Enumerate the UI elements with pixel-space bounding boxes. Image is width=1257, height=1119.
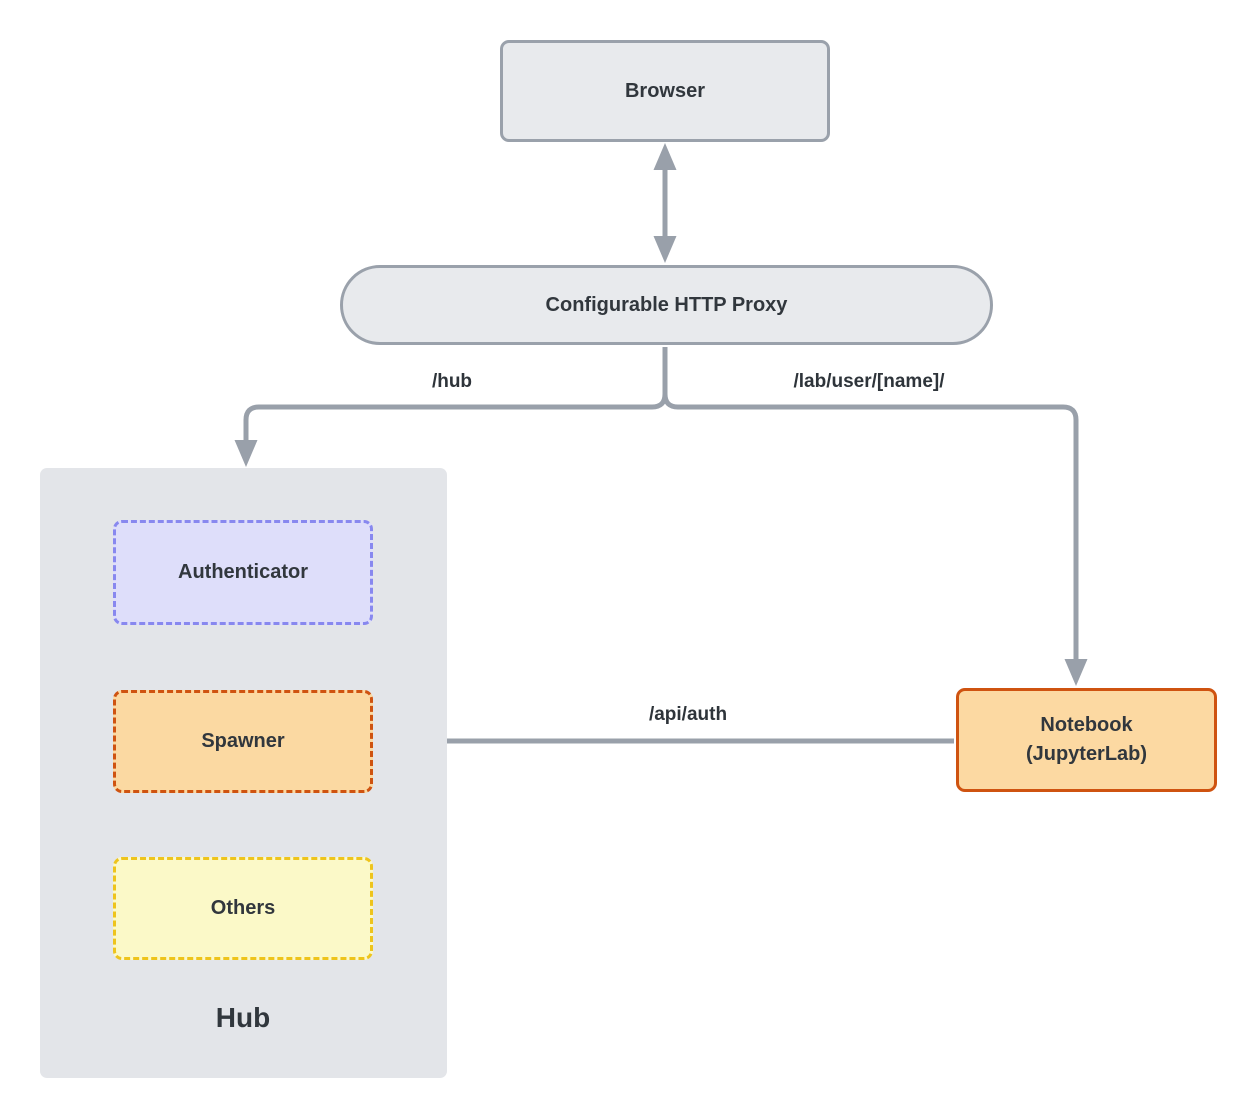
node-browser: Browser (500, 40, 830, 142)
edge-label-lab-user-path: /lab/user/[name]/ (793, 371, 945, 392)
edge-label-hub-path: /hub (431, 371, 473, 392)
others-label: Others (210, 897, 276, 919)
node-configurable-http-proxy: Configurable HTTP Proxy (340, 265, 993, 345)
arrowhead-down-notebook (1064, 659, 1088, 686)
edge-proxy-hub (243, 347, 668, 442)
notebook-label-line2: (JupyterLab) (1025, 743, 1148, 765)
edge-label-api-auth: /api/auth (648, 704, 728, 725)
authenticator-label: Authenticator (178, 561, 308, 583)
hub-title-label: Hub (215, 1002, 271, 1033)
arrowhead-up-browser (653, 143, 677, 170)
arrowhead-down-hub (234, 440, 258, 467)
notebook-label-line1: Notebook (1040, 714, 1133, 736)
node-others: Others (113, 857, 373, 960)
browser-label: Browser (624, 79, 706, 102)
node-authenticator: Authenticator (113, 520, 373, 625)
proxy-label: Configurable HTTP Proxy (545, 293, 788, 316)
arrowhead-down-proxy (653, 236, 677, 263)
spawner-label: Spawner (201, 730, 285, 752)
node-notebook-jupyterlab: Notebook (JupyterLab) (956, 688, 1217, 792)
node-spawner: Spawner (113, 690, 373, 793)
edge-proxy-notebook (662, 393, 1079, 660)
